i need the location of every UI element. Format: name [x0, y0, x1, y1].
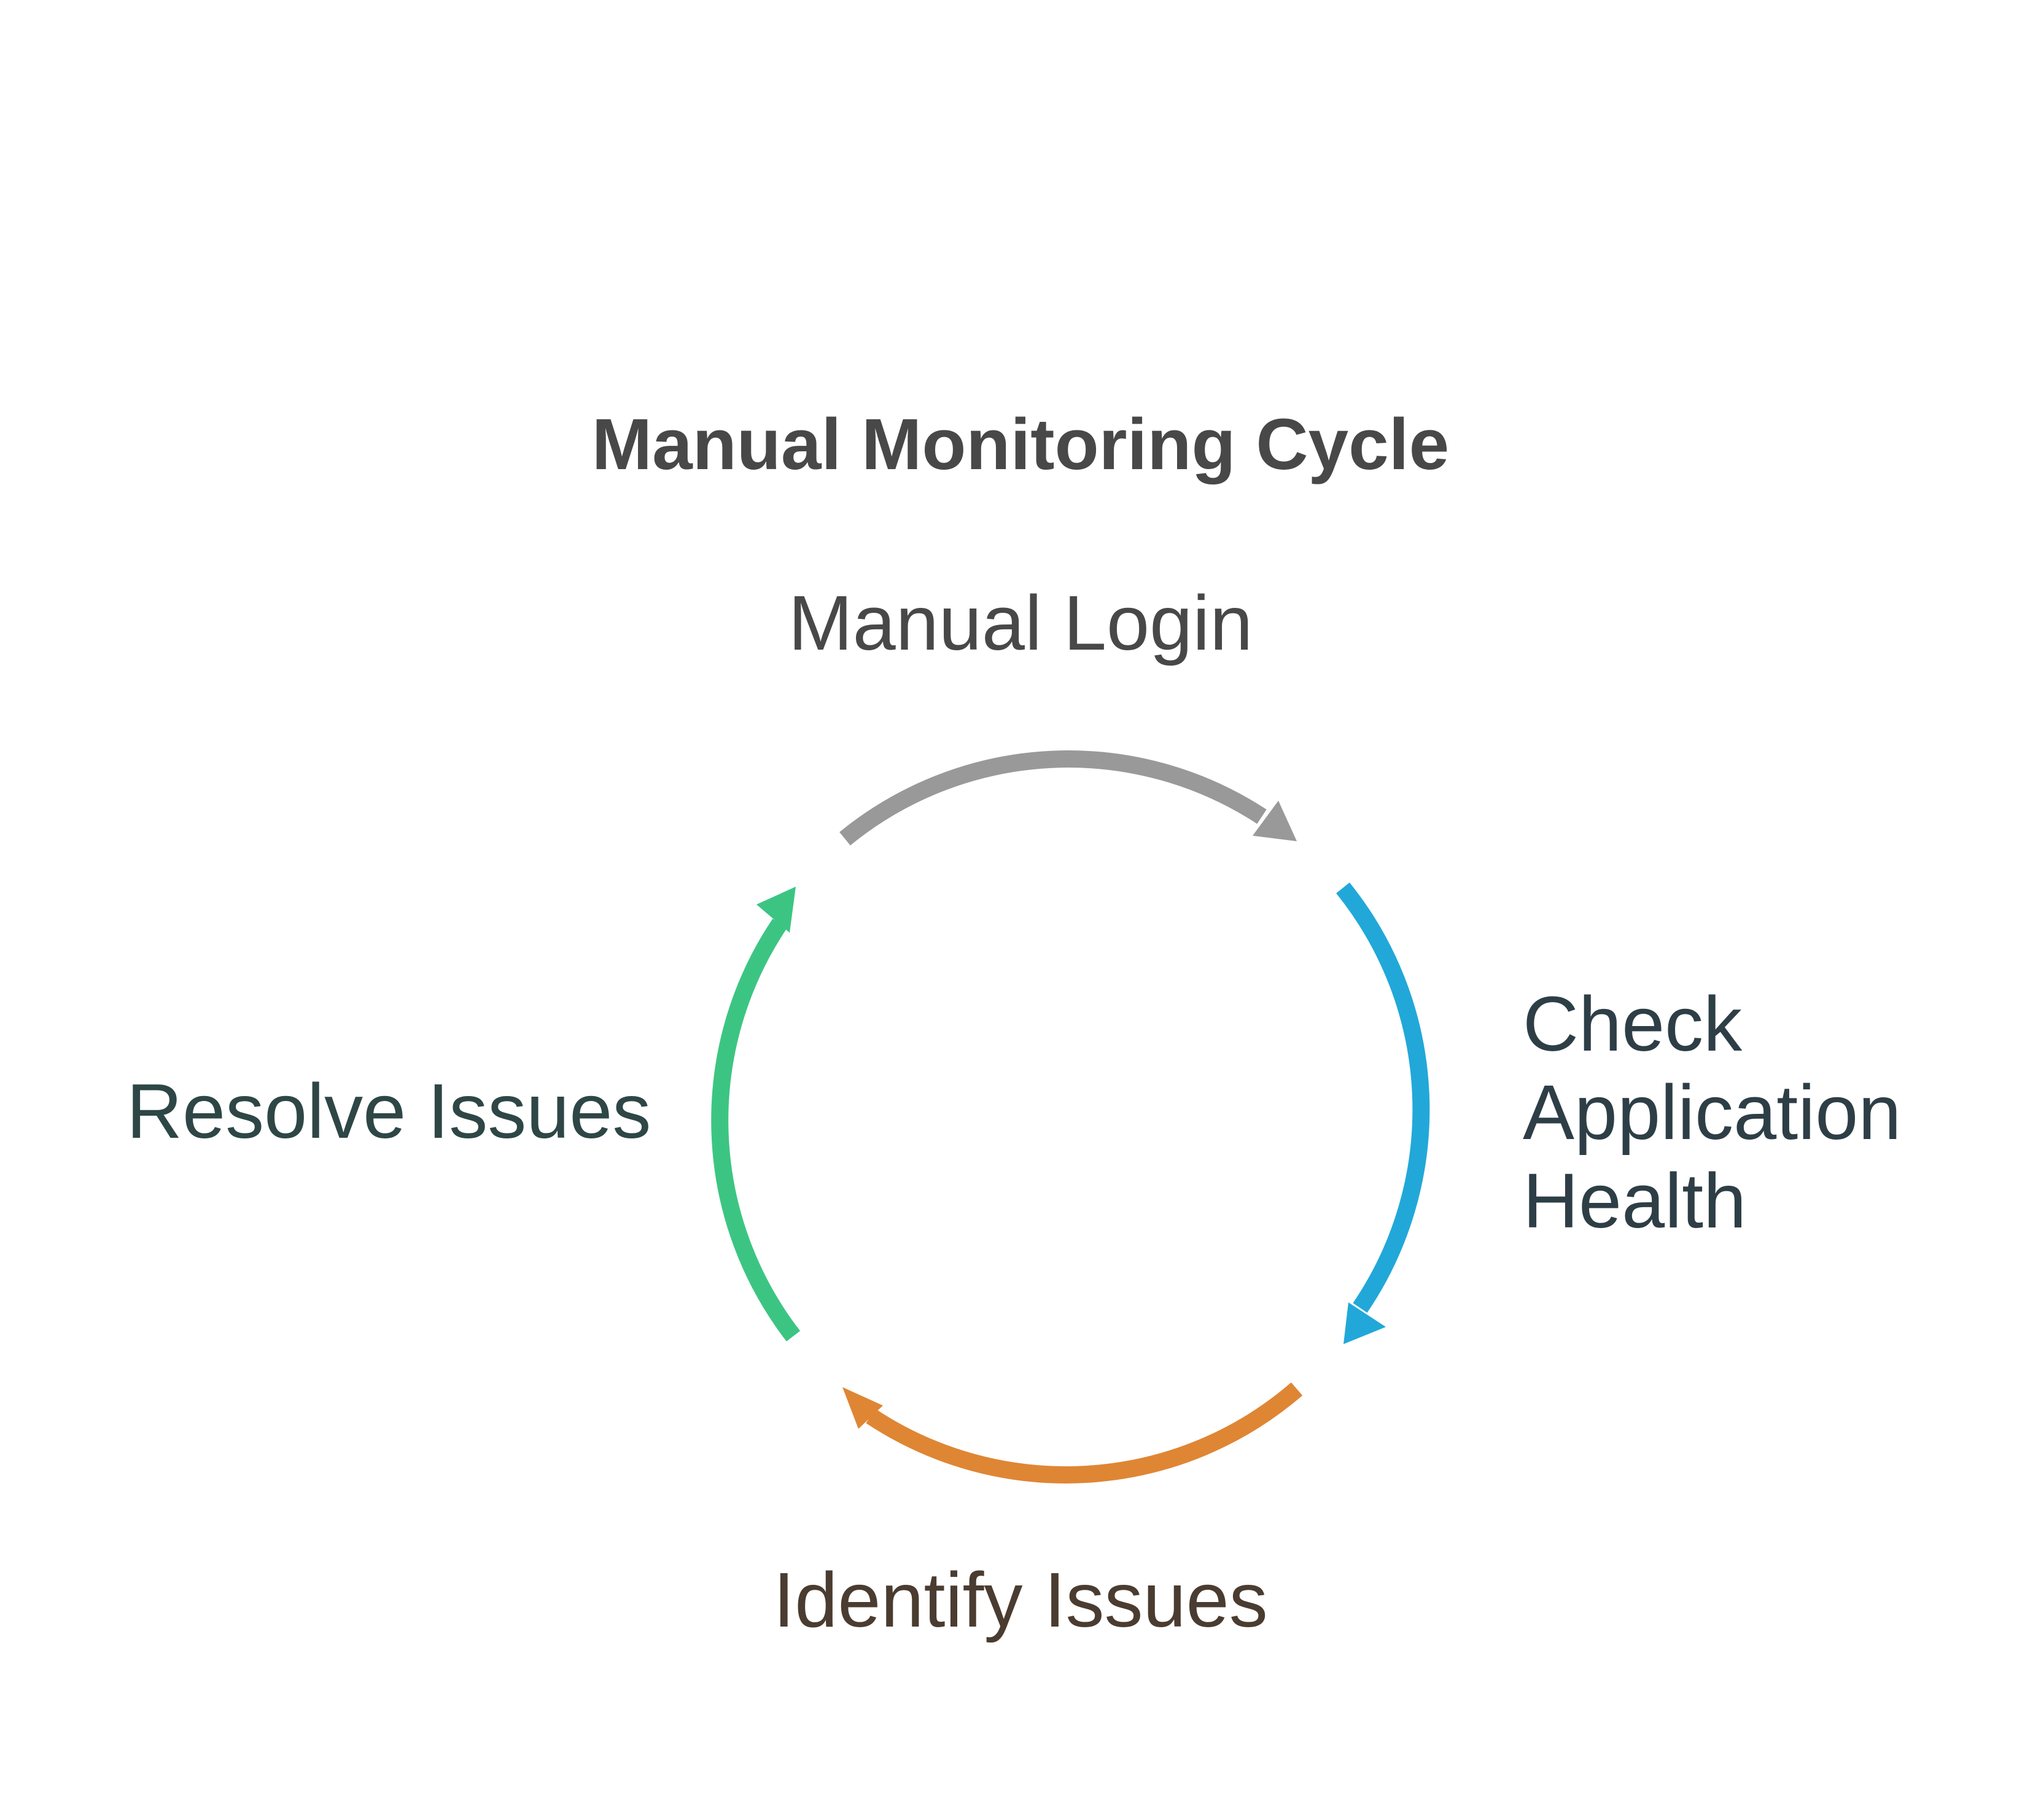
cycle-arrow-resolve-issues: [711, 887, 801, 1342]
cycle-arrow-manual-login: [839, 750, 1297, 846]
arrowhead: [842, 1387, 883, 1429]
step-label-resolve-issues: Resolve Issues: [126, 1068, 651, 1154]
step-label-identify-issues: Identify Issues: [773, 1557, 1268, 1643]
arrowhead: [756, 887, 796, 933]
arrow-arc: [839, 750, 1267, 846]
arrow-arc: [711, 919, 801, 1342]
cycle-arrow-identify-issues: [842, 1382, 1303, 1484]
arrowhead: [1253, 801, 1297, 841]
cycle-arrow-check-application-health: [1336, 882, 1430, 1344]
arrowhead: [1343, 1302, 1386, 1344]
arrow-arc: [1336, 882, 1430, 1313]
step-label-check-application-health: Check Application Health: [1523, 981, 1902, 1244]
diagram-title: Manual Monitoring Cycle: [591, 404, 1450, 485]
arrow-arc: [866, 1382, 1303, 1484]
step-label-manual-login: Manual Login: [788, 580, 1253, 666]
